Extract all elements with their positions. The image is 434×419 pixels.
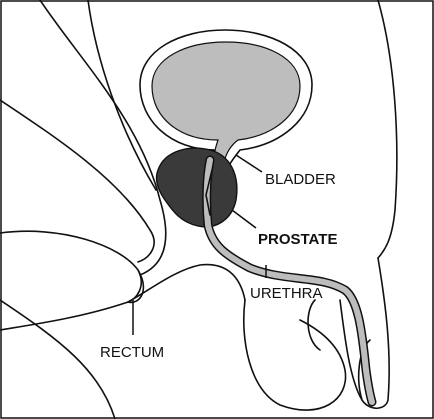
prostate-label: PROSTATE xyxy=(258,231,337,248)
prostate-gland xyxy=(156,148,236,227)
rectum-label: RECTUM xyxy=(100,344,164,361)
bladder-label: BLADDER xyxy=(265,171,336,188)
perineum-outline xyxy=(128,265,245,302)
abdomen-outline xyxy=(378,0,397,258)
prostate-leader-line xyxy=(232,210,256,228)
urethra-label: URETHRA xyxy=(250,285,323,302)
scrotum-outline xyxy=(244,300,346,410)
bladder-leader-line xyxy=(236,155,262,172)
thigh-outline xyxy=(0,300,115,419)
bladder-lumen xyxy=(152,42,300,162)
